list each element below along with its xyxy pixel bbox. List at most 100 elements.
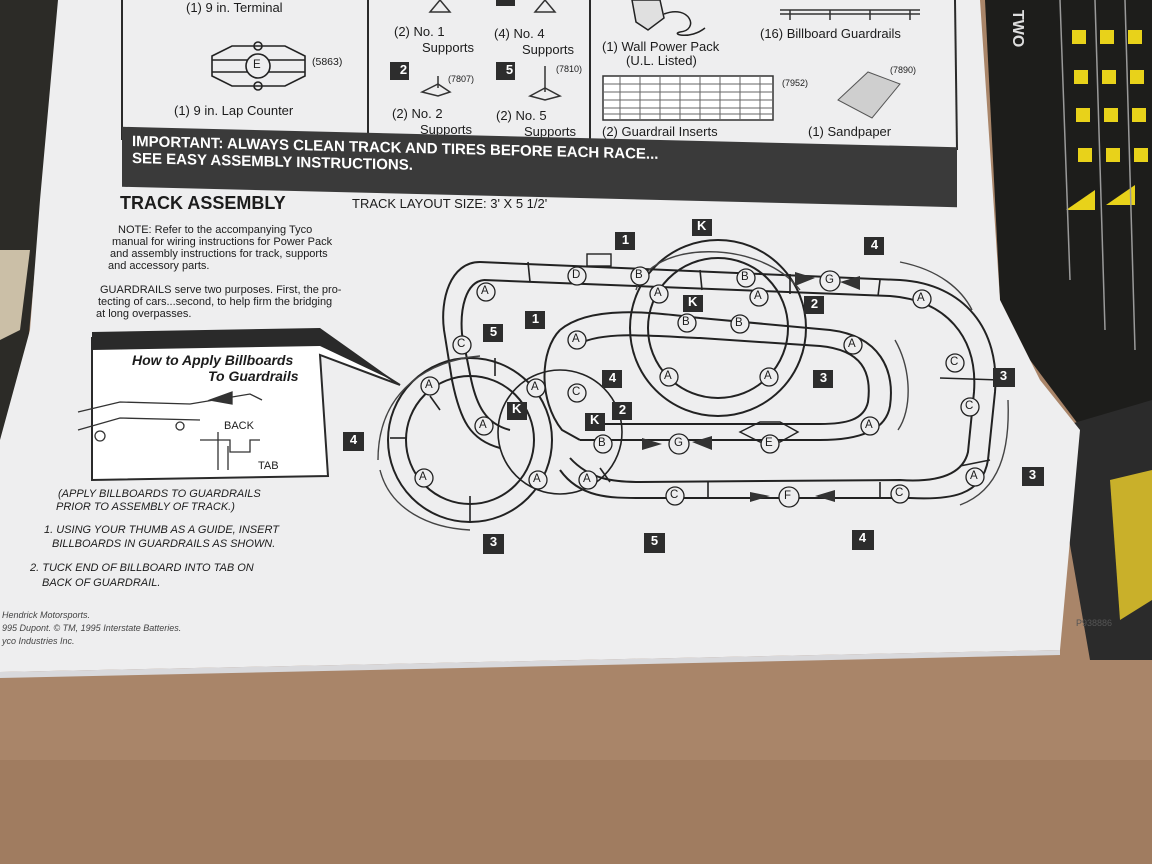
guardrail-inserts-icon: [602, 75, 774, 121]
support-number-1: 1: [531, 311, 540, 326]
box-side-text: TWO: [1009, 10, 1026, 48]
billboard-box-title1: How to Apply Billboards: [132, 352, 294, 368]
note-line2: manual for wiring instructions for Power…: [112, 236, 333, 248]
part-box-2-label: 2: [399, 62, 408, 77]
track-piece-a: A: [481, 285, 489, 297]
track-piece-a: A: [865, 419, 873, 431]
track-piece-c: C: [457, 338, 466, 350]
track-piece-c: C: [572, 386, 581, 398]
support-number-3: 3: [999, 368, 1008, 383]
support-number-1: 1: [621, 232, 630, 247]
track-piece-a: A: [764, 370, 772, 382]
track-piece-k: K: [688, 294, 698, 309]
part-number: P938886: [1076, 618, 1113, 628]
part-box-5: [496, 62, 515, 80]
track-piece-c: C: [965, 400, 974, 412]
support-number-5: 5: [489, 324, 498, 339]
track-piece-k: K: [697, 218, 707, 233]
support-number-5: 5: [650, 533, 659, 548]
track-piece-markers: [414, 266, 985, 508]
track-piece-g: G: [674, 437, 683, 449]
support-number-3: 3: [489, 534, 498, 549]
no5-supports-line1: (2) No. 5: [496, 108, 547, 123]
track-piece-c: C: [950, 356, 959, 368]
track-piece-a: A: [419, 471, 427, 483]
billboard-guardrails-label: (16) Billboard Guardrails: [760, 26, 901, 41]
lap-counter-label: (1) 9 in. Lap Counter: [174, 103, 294, 118]
sandpaper-label: (1) Sandpaper: [808, 124, 892, 139]
step2-line2: BACK OF GUARDRAIL.: [42, 577, 161, 589]
track-piece-c: C: [670, 489, 679, 501]
support-number-4: 4: [349, 432, 358, 447]
track-piece-a: A: [654, 287, 662, 299]
no2-supports-line2: Supports: [420, 122, 473, 137]
apply-line2: PRIOR TO ASSEMBLY OF TRACK.): [56, 501, 235, 513]
part-box-5-label: 5: [505, 62, 514, 77]
track-piece-e: E: [253, 59, 261, 71]
billboard-back-label: BACK: [224, 420, 254, 432]
lap-counter-code: (5863): [312, 56, 343, 68]
track-piece-a: A: [533, 473, 541, 485]
code-7807: (7807): [448, 74, 475, 84]
track-piece-e: E: [765, 437, 773, 449]
code-7890: (7890): [890, 65, 917, 75]
guardrails-line3: at long overpasses.: [96, 308, 192, 320]
track-piece-a: A: [664, 370, 672, 382]
track-piece-a: A: [917, 292, 925, 304]
support-icons: [419, 0, 563, 101]
power-pack-icon: [631, 0, 706, 36]
track-piece-b: B: [635, 269, 643, 281]
guardrails-line2: tecting of cars...second, to help firm t…: [98, 296, 333, 308]
guardrails-line1: GUARDRAILS serve two purposes. First, th…: [100, 284, 342, 296]
note-line1: NOTE: Refer to the accompanying Tyco: [118, 224, 313, 236]
sandpaper-icon: [837, 71, 901, 119]
billboard-callout-box: [77, 328, 401, 482]
no1-supports-line1: (2) No. 1: [394, 24, 445, 39]
apply-line1: (APPLY BILLBOARDS TO GUARDRAILS: [58, 488, 261, 500]
step2-line1: 2. TUCK END OF BILLBOARD INTO TAB ON: [30, 562, 254, 574]
support-number-3: 3: [1028, 467, 1037, 482]
track-piece-a: A: [572, 333, 580, 345]
support-number-3: 3: [819, 370, 828, 385]
note-line3: and assembly instructions for track, sup…: [110, 248, 328, 260]
track-piece-b: B: [682, 316, 690, 328]
no1-supports-line2: Supports: [422, 40, 475, 55]
no2-supports-line1: (2) No. 2: [392, 106, 443, 121]
billboard-box-title2: To Guardrails: [208, 368, 299, 384]
track-piece-a: A: [754, 290, 762, 302]
track-piece-c: C: [895, 487, 904, 499]
wall-power-line1: (1) Wall Power Pack: [602, 39, 720, 54]
track-piece-d: D: [572, 269, 581, 281]
support-number-4: 4: [608, 370, 617, 385]
support-number-boxes: [343, 219, 1044, 554]
guardrail-icon: [780, 9, 920, 20]
support-number-2: 2: [810, 296, 819, 311]
track-piece-a: A: [425, 379, 433, 391]
no4-supports-line2: Supports: [522, 42, 575, 57]
legal-line2: 995 Dupont. © TM, 1995 Interstate Batter…: [2, 623, 182, 633]
step1-line2: BILLBOARDS IN GUARDRAILS AS SHOWN.: [52, 538, 276, 550]
terminal-label: (1) 9 in. Terminal: [186, 0, 283, 15]
track-piece-a: A: [531, 381, 539, 393]
track-piece-b: B: [741, 271, 749, 283]
track-piece-a: A: [970, 470, 978, 482]
code-7810: (7810): [556, 64, 583, 74]
track-piece-a: A: [583, 473, 591, 485]
legal-line3: yco Industries Inc.: [2, 636, 75, 646]
part-box-2: [390, 62, 409, 80]
no4-supports-line1: (4) No. 4: [494, 26, 545, 41]
support-number-4: 4: [870, 237, 879, 252]
track-piece-k: K: [512, 401, 522, 416]
track-piece-b: B: [598, 437, 606, 449]
support-number-2: 2: [618, 402, 627, 417]
lap-counter-icon: [211, 41, 306, 91]
legal-line1: Hendrick Motorsports.: [2, 610, 91, 620]
guardrail-inserts-label: (2) Guardrail Inserts: [602, 124, 718, 139]
track-piece-f: F: [784, 490, 792, 502]
support-number-4: 4: [858, 530, 867, 545]
billboard-tab-label: TAB: [258, 460, 279, 472]
track-piece-b: B: [735, 317, 743, 329]
code-7952: (7952): [782, 78, 809, 88]
step1-line1: 1. USING YOUR THUMB AS A GUIDE, INSERT: [44, 524, 279, 536]
no5-supports-line2: Supports: [524, 124, 577, 139]
